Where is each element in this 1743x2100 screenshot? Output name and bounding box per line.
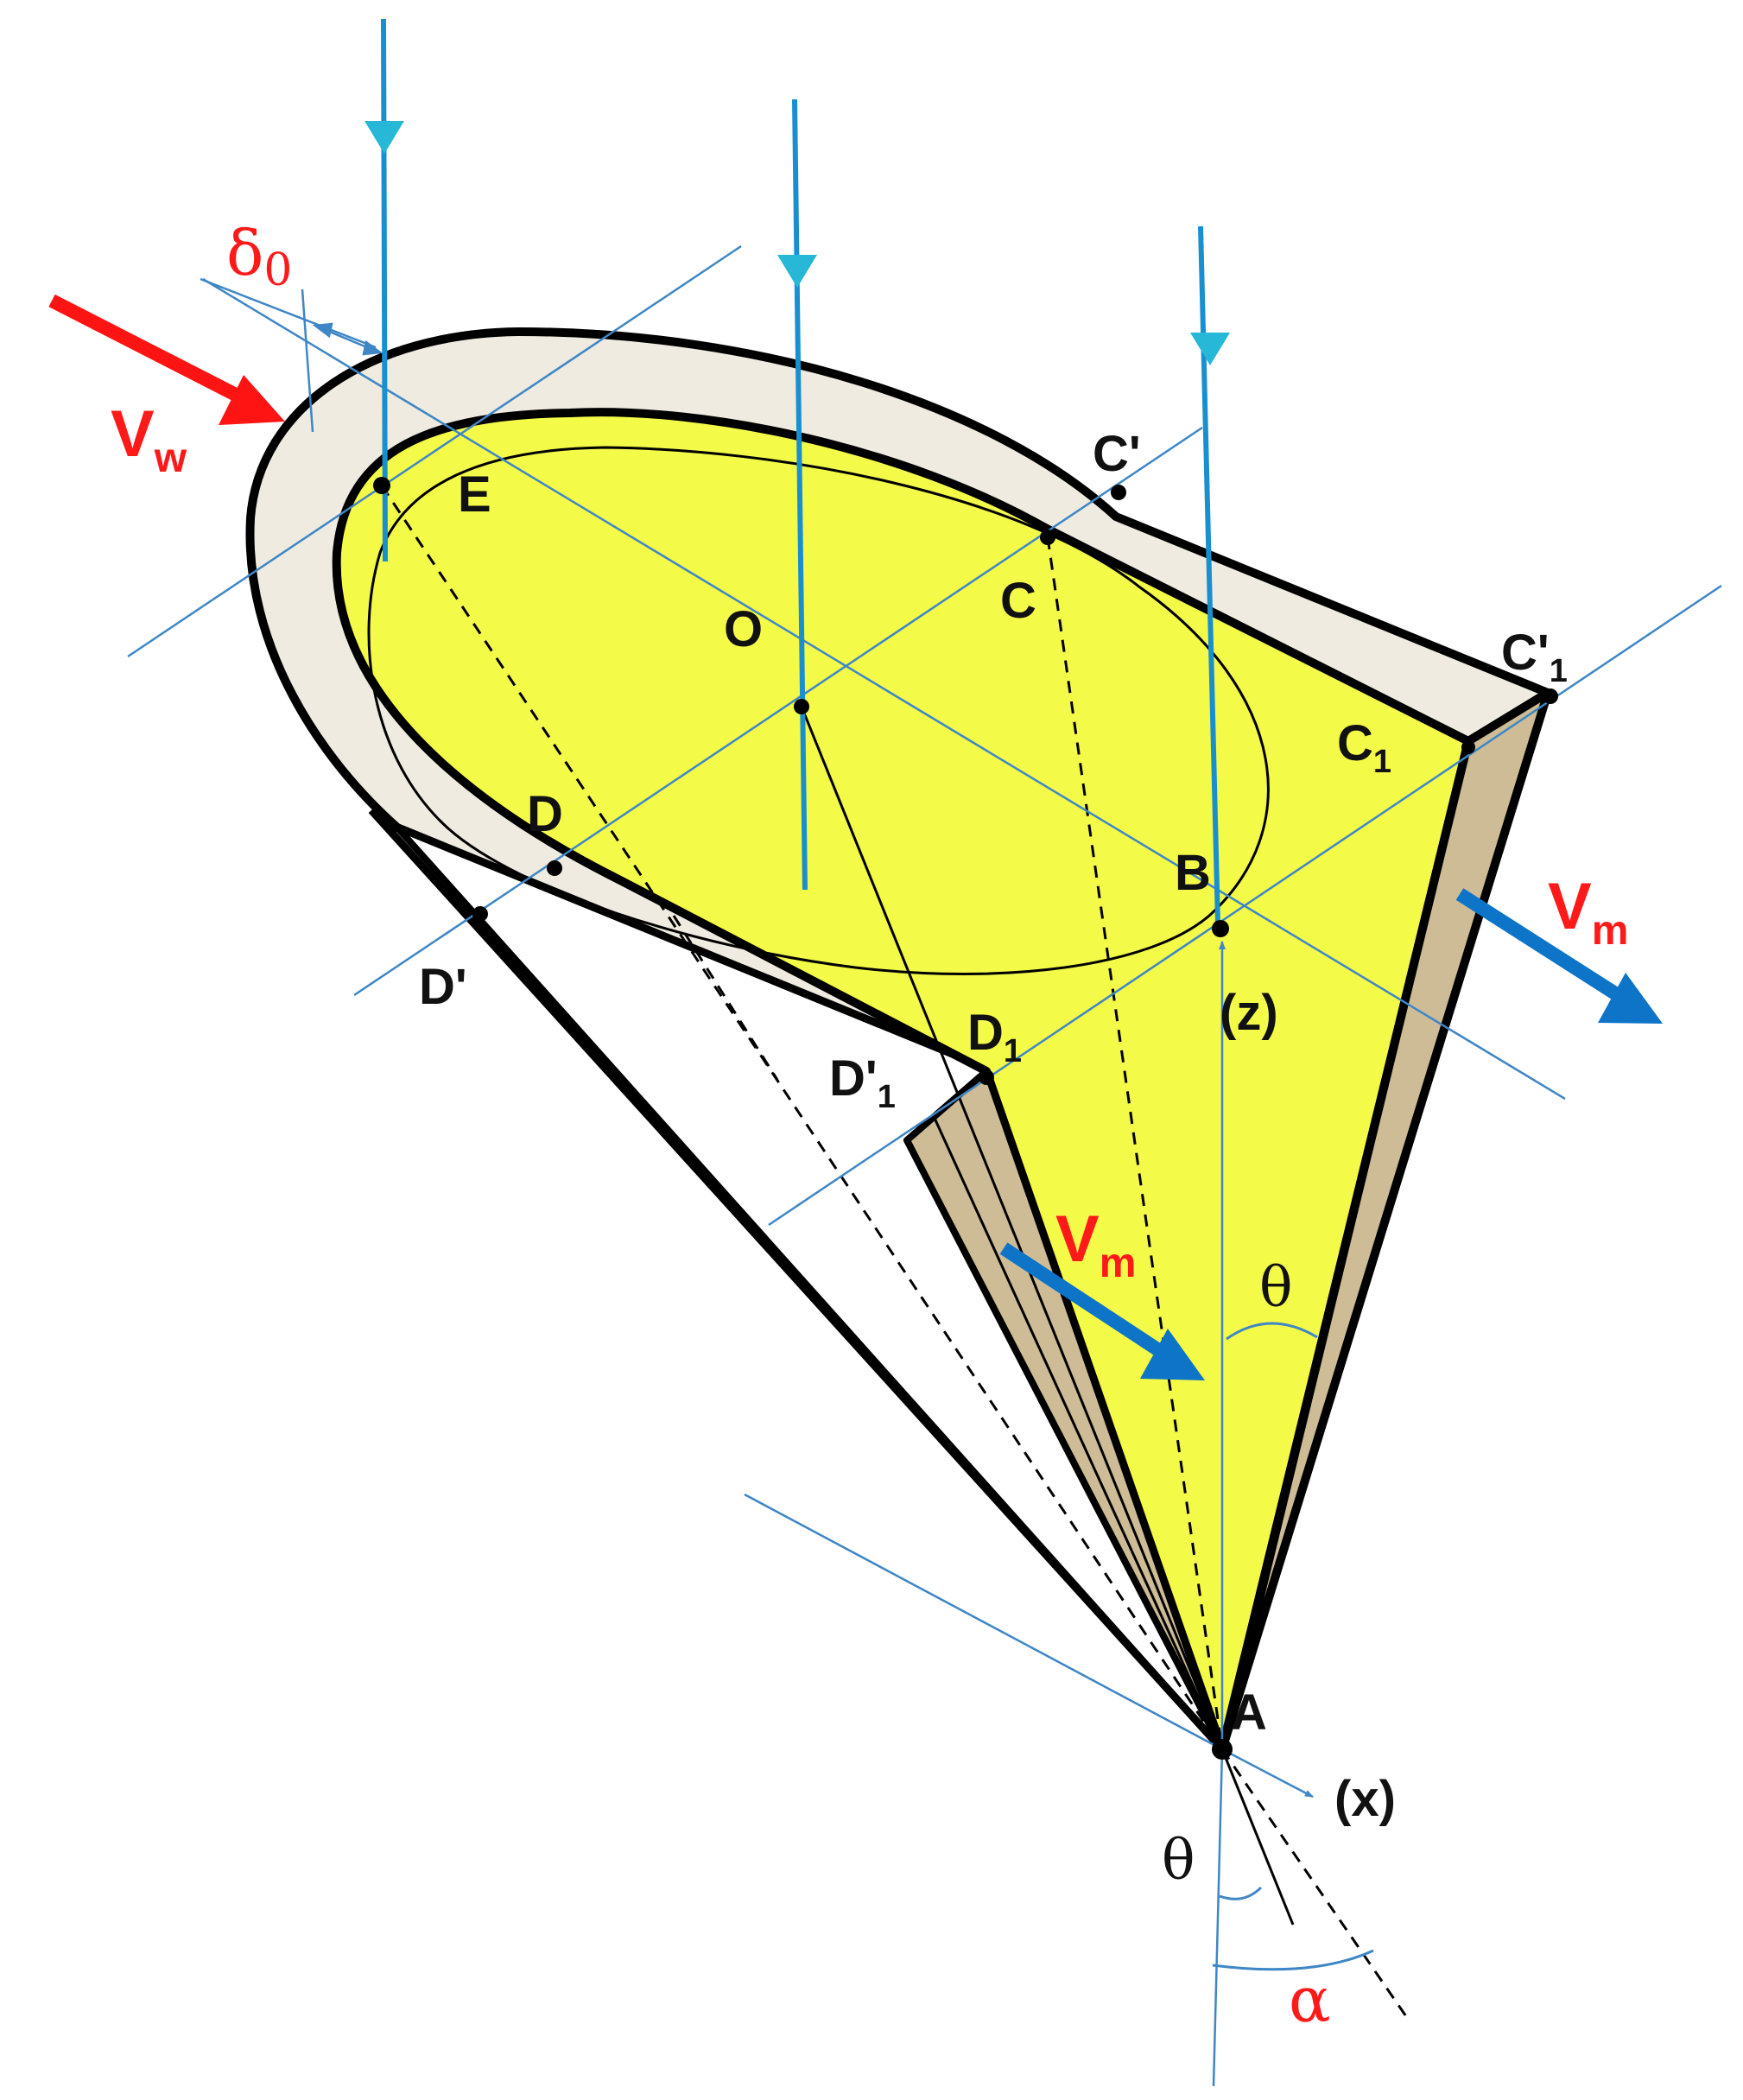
label-d1-prime: D'1 [829, 1050, 896, 1115]
cone-surface [332, 408, 1473, 1754]
construction-lines [127, 244, 1722, 2087]
label-vm-right: Vm [1548, 870, 1628, 954]
outer-silhouette [368, 807, 1226, 1753]
point-e [373, 477, 390, 494]
points [373, 477, 1558, 1760]
label-c: C [1000, 573, 1036, 629]
dashed-alpha-ray [1220, 1748, 1411, 2022]
label-d1: D1 [967, 1005, 1022, 1069]
point-c1-prime [1543, 688, 1558, 704]
point-a [1212, 1739, 1233, 1760]
vm-arrow-right [1455, 888, 1663, 1024]
beam-arrowheads [364, 121, 1230, 365]
blue-arrow-icon [1598, 973, 1663, 1024]
vm-arrow-center [999, 1242, 1205, 1380]
delta0-dimension [312, 322, 383, 356]
cone-edge-inner [931, 1113, 1224, 1750]
cone-edge-c1 [1226, 739, 1473, 1721]
label-z-axis: (z) [1220, 985, 1278, 1041]
red-arrow-icon [219, 375, 285, 425]
label-alpha: α [1289, 1964, 1331, 2036]
point-d [547, 860, 562, 876]
vw-arrow [48, 294, 285, 425]
label-b: B [1175, 845, 1211, 901]
label-x-axis: (x) [1334, 1771, 1396, 1827]
point-d1 [979, 1069, 994, 1085]
alpha-arc [1212, 1949, 1374, 1971]
down-arrowhead-icon [364, 121, 404, 154]
point-b [1212, 920, 1229, 937]
theta-arc-upper [1226, 1322, 1318, 1341]
label-theta-upper: θ [1259, 1256, 1293, 1320]
label-d-prime: D' [419, 959, 467, 1015]
cone-edge-d1 [984, 1070, 1225, 1750]
label-vw: Vw [111, 397, 187, 481]
label-c1: C1 [1337, 715, 1391, 780]
label-e: E [458, 466, 491, 523]
label-vm-center: Vm [1055, 1202, 1136, 1286]
dashed-d-ext [672, 915, 779, 1081]
point-d-prime [472, 906, 488, 922]
cone-edge-o [800, 706, 1224, 1750]
label-c-prime: C' [1093, 426, 1141, 482]
label-c1-prime: C'1 [1501, 625, 1568, 689]
down-arrowhead-icon [777, 255, 817, 288]
blue-arrow-icon [1140, 1329, 1205, 1380]
dashed-c-a [1046, 536, 1224, 1750]
point-c [1040, 530, 1055, 545]
theta-arc-lower [1219, 1886, 1263, 1900]
label-o: O [724, 601, 763, 657]
point-c1 [1461, 740, 1475, 754]
label-delta0: δ0 [226, 217, 292, 296]
down-arrowhead-icon [1190, 333, 1230, 365]
label-theta-lower: θ [1162, 1829, 1195, 1893]
label-d: D [527, 786, 563, 842]
point-o [794, 699, 809, 714]
point-c-prime [1111, 485, 1126, 500]
label-a: A [1231, 1684, 1267, 1741]
theta-ray [1220, 1748, 1295, 1926]
dashed-e-a [380, 485, 1224, 1750]
